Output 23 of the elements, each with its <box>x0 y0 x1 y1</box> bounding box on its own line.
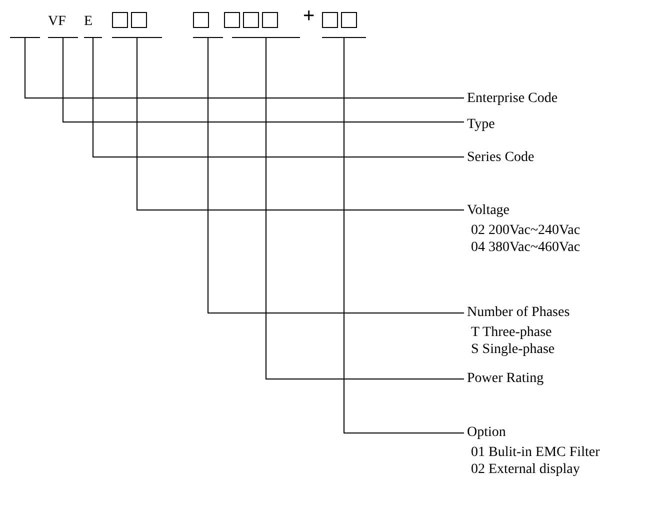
leader-line <box>92 38 464 158</box>
option-text: 02 External display <box>471 461 581 478</box>
field-label: Series Code <box>467 149 534 166</box>
option-text: T Three-phase <box>471 324 553 341</box>
field-label: Type <box>467 116 495 133</box>
field-label: Number of Phases <box>467 304 570 321</box>
field-label: Enterprise Code <box>467 90 558 107</box>
option-text: 04 380Vac~460Vac <box>471 239 580 256</box>
option-text: 01 Bulit-in EMC Filter <box>471 444 600 461</box>
leader-line <box>62 38 464 122</box>
option-text: S Single-phase <box>471 341 556 358</box>
code-letters: E <box>84 14 93 30</box>
plus-sign: + <box>303 6 315 26</box>
field-label: Voltage <box>467 202 511 219</box>
leader-line <box>266 38 464 380</box>
leader-line <box>208 38 464 314</box>
code-letters: VF <box>48 14 66 30</box>
leader-line <box>136 38 464 210</box>
leader-line <box>344 38 464 434</box>
field-label: Option <box>467 424 507 441</box>
leader-line <box>24 38 464 98</box>
field-label: Power Rating <box>467 370 544 387</box>
option-text: 02 200Vac~240Vac <box>471 222 580 239</box>
